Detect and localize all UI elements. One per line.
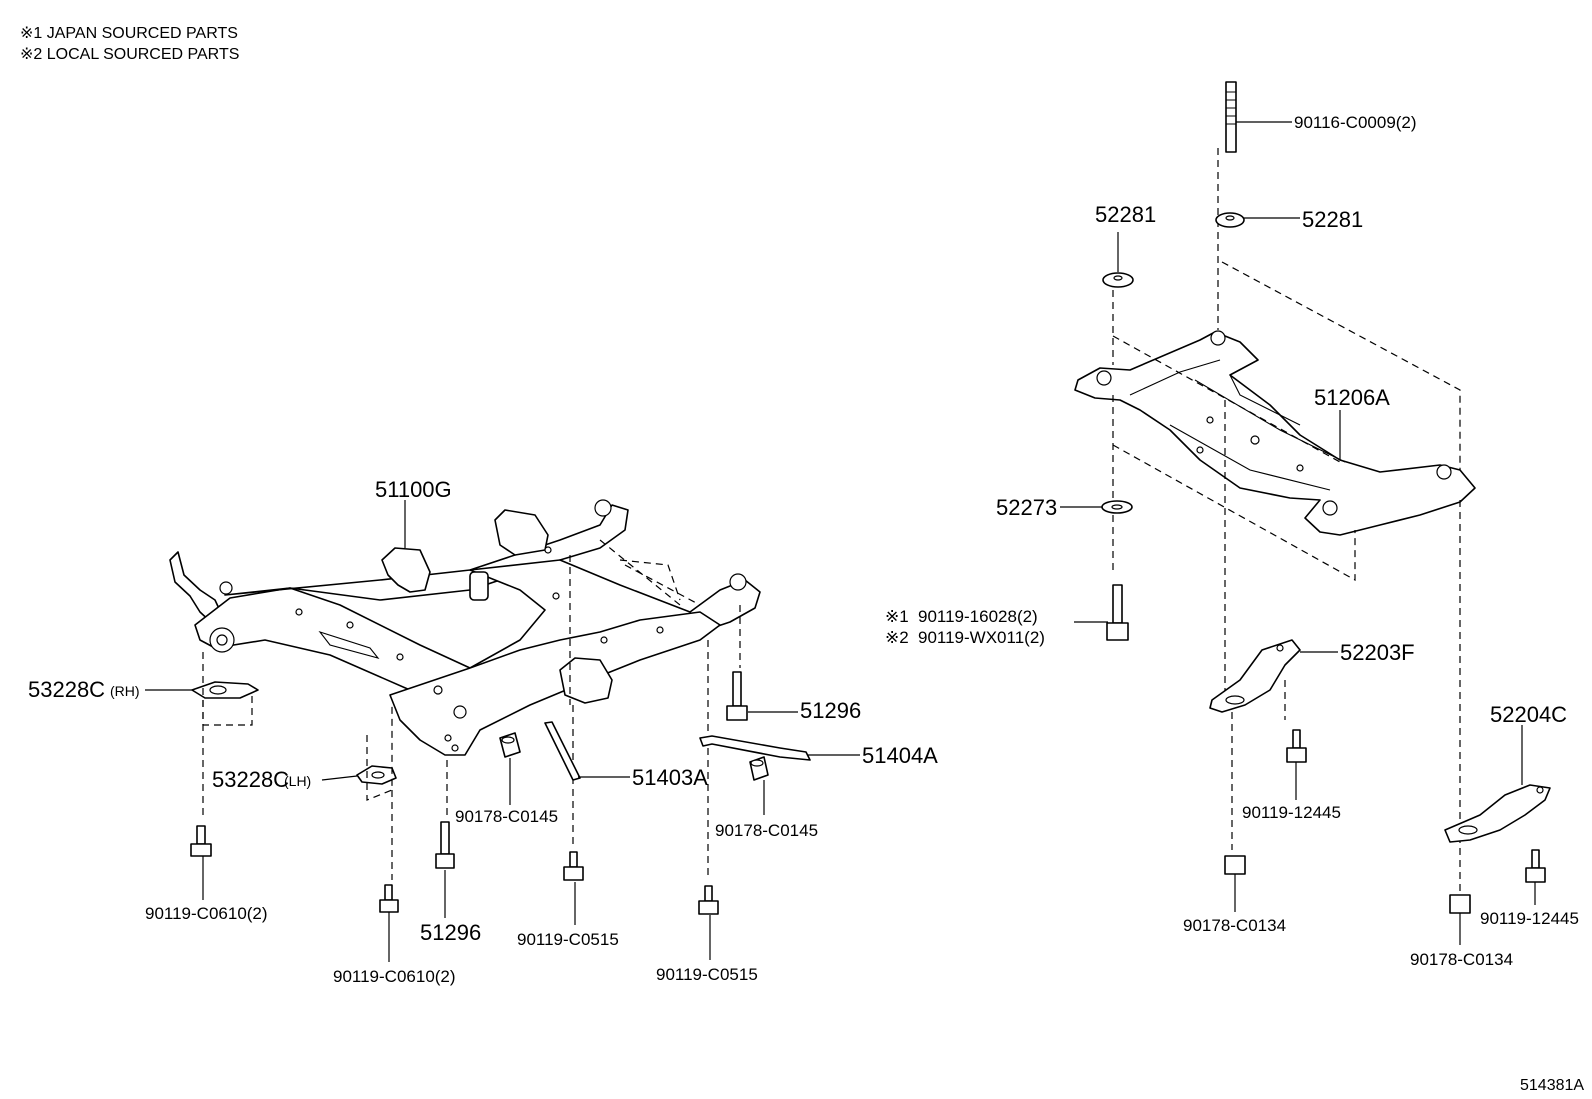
label-52281-left: 52281 [1095,202,1156,227]
washer-52273-icon[interactable] [1101,500,1133,514]
label-90119-12445-a: 90119-12445 [1242,803,1341,822]
bolt-90119-16028-icon[interactable] [1106,584,1129,641]
label-90119-wx011: 90119-WX011(2) [918,628,1045,647]
stud-51296-right-icon[interactable] [726,671,748,721]
bushing-90178-c0145-a-icon[interactable] [499,732,521,758]
label-53228c-lh-side: (LH) [284,773,311,789]
bracket-52204c-drawing[interactable] [1444,784,1551,843]
label-note-2-prefix: ※2 [885,628,909,647]
label-90119-12445-b: 90119-12445 [1480,909,1579,928]
bolt-90119-c0610-mid-icon[interactable] [379,884,399,913]
brace-51403a-drawing[interactable] [544,721,581,781]
rear-member-drawing[interactable] [1074,330,1476,536]
label-52281-right: 52281 [1302,207,1363,232]
note-local-sourced: ※2 LOCAL SOURCED PARTS [20,46,239,63]
bolt-90119-12445-a-icon[interactable] [1286,729,1307,763]
label-53228c-rh: 53228C [28,677,105,702]
label-90178-c0145-a: 90178-C0145 [455,807,558,826]
washer-52281-left-icon[interactable] [1102,272,1134,288]
label-52204c: 52204C [1490,702,1567,727]
washer-52281-right-icon[interactable] [1215,212,1245,228]
note-japan-sourced: ※1 JAPAN SOURCED PARTS [20,25,238,42]
label-note-1-prefix: ※1 [885,607,909,626]
nut-90178-c0134-a-icon[interactable] [1224,855,1246,875]
bracket-52203f-drawing[interactable] [1209,639,1301,713]
label-52273: 52273 [996,495,1057,520]
bolt-90119-c0515-a-icon[interactable] [563,851,584,881]
label-90178-c0134-a: 90178-C0134 [1183,916,1286,935]
gasket-53228c-rh-drawing[interactable] [191,681,259,699]
bolt-90119-12445-b-icon[interactable] [1525,849,1546,883]
label-90116-c0009: 90116-C0009(2) [1294,113,1417,132]
bolt-90119-c0610-left-icon[interactable] [190,825,212,857]
gasket-53228c-lh-drawing[interactable] [356,765,397,785]
label-51206a: 51206A [1314,385,1390,410]
label-51404a: 51404A [862,743,938,768]
label-90119-c0515-b: 90119-C0515 [656,965,758,984]
label-90119-16028: 90119-16028(2) [918,607,1038,626]
diagram-id: 514381A [1520,1077,1584,1094]
label-90119-c0610-left: 90119-C0610(2) [145,904,268,923]
label-51296-a: 51296 [420,920,481,945]
label-90119-c0515-a: 90119-C0515 [517,930,619,949]
stud-90116-c0009-icon[interactable] [1225,81,1237,153]
label-90178-c0134-b: 90178-C0134 [1410,950,1513,969]
brace-51404a-drawing[interactable] [699,735,811,761]
label-53228c-rh-side: (RH) [110,683,140,699]
label-52203f: 52203F [1340,640,1415,665]
label-51403a: 51403A [632,765,708,790]
label-53228c-lh: 53228C [212,767,289,792]
label-51296-b: 51296 [800,698,861,723]
label-90178-c0145-b: 90178-C0145 [715,821,818,840]
nut-90178-c0134-b-icon[interactable] [1449,894,1471,914]
stud-51296-front-icon[interactable] [435,821,455,869]
label-51100g: 51100G [375,477,452,502]
label-90119-c0610-mid: 90119-C0610(2) [333,967,456,986]
front-crossmember-drawing[interactable] [169,499,761,756]
bushing-90178-c0145-b-icon[interactable] [749,756,769,781]
bolt-90119-c0515-b-icon[interactable] [698,885,719,915]
